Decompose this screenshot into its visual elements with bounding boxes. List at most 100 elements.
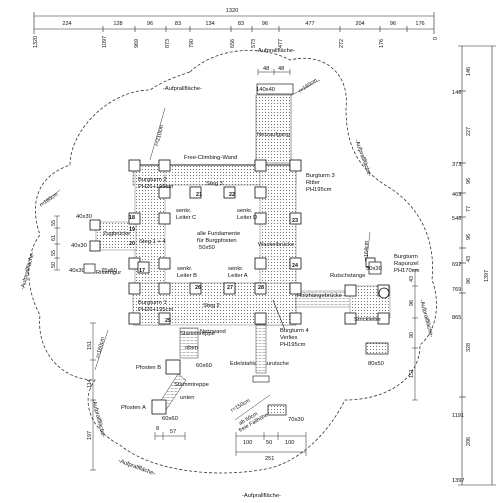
right-tick-labels: 146 373 469 546 692 769 865 1191 1397: [452, 90, 464, 484]
top-tick-3: 873: [165, 39, 171, 48]
left-vertical-dims: [90, 322, 96, 471]
zugbruecke-label: Zugbrücke: [103, 231, 130, 237]
top-tick-1: 1097: [102, 36, 108, 48]
rapunzel-post: [368, 261, 382, 275]
rope-ladder-base: [365, 342, 389, 355]
right-seg-9: 206: [466, 437, 472, 446]
burgturm-rapunzel-1: Burgturm: [394, 254, 418, 260]
top-tick-10: 0: [433, 37, 439, 40]
net-entrance: [255, 94, 292, 164]
top-seg-5: 134: [205, 21, 214, 27]
net-entrance-dim-2: 48: [278, 66, 284, 72]
right-tick-5: 692: [452, 262, 461, 268]
right-segment-labels: 146 227 96 77 96 43 96 328 206: [466, 67, 472, 446]
dim-100-left: 100: [243, 440, 252, 446]
right-dimension: [458, 45, 496, 486]
burgturm1-label: Burgturm 1: [138, 300, 167, 306]
burgturm4-ph: PH195cm: [280, 342, 306, 348]
slide-exit: [252, 375, 270, 383]
radius-r160-top: r=160cm: [298, 77, 319, 94]
stainless-slide: [255, 324, 267, 374]
dim-8: 8: [156, 426, 159, 432]
dim-57: 57: [170, 429, 176, 435]
top-tick-6: 573: [251, 39, 257, 48]
size-40x30-b: 40x30: [71, 243, 87, 249]
right-ext-dims: [412, 269, 418, 401]
dim-50-mid: 50: [266, 440, 272, 446]
top-tick-labels: 1320 1097 969 873 790 656 573 477 272 17…: [33, 36, 439, 48]
dim-151-left: 151: [87, 341, 93, 350]
senkr-leiter-d: Leiter D: [237, 215, 257, 221]
size-60x60-a: 60x60: [196, 363, 212, 369]
size-75x50: 75x50: [101, 268, 117, 274]
cell-27: 27: [227, 285, 233, 291]
right-tick-6: 769: [452, 287, 461, 293]
post-b-block: [165, 359, 181, 375]
impact-label-bottom-left: -Aufprallfläche-: [117, 458, 156, 477]
size-40x30-c: 40x30: [69, 268, 85, 274]
right-tick-2: 373: [452, 162, 461, 168]
fundamente-label-1: alle Fundamente: [197, 231, 240, 237]
right-seg-6: 43: [466, 256, 472, 262]
size-30x30: 30x30: [366, 266, 382, 272]
right-seg-8: 328: [466, 343, 472, 352]
net-entrance-dim-1: 48: [263, 66, 269, 72]
right-tick-8: 1191: [452, 413, 464, 419]
burgturm-rapunzel-2: Rapunzel: [394, 261, 419, 267]
post-b-label: Pfosten B: [136, 365, 161, 371]
impact-label-bottom: -Aufprallfläche-: [242, 493, 281, 499]
dim-114: 114: [87, 379, 93, 388]
right-tick-4: 546: [452, 216, 461, 222]
top-seg-1: 224: [62, 21, 71, 27]
burgturm3-label: Burgturm 3: [306, 173, 335, 179]
dim-251: 251: [265, 456, 274, 462]
cell-25: 25: [165, 318, 171, 324]
top-tick-5: 656: [230, 39, 236, 48]
post-a-label: Pfosten A: [121, 405, 146, 411]
fire-pole: [378, 287, 390, 299]
burgturm4-verlies: Verlies: [280, 335, 298, 341]
cell-20: 20: [129, 241, 135, 247]
lower-stairs-label-2: unten: [180, 395, 195, 401]
right-total-dim: 1397: [484, 270, 490, 282]
radius-r210: r=210cm: [154, 124, 165, 146]
cell-19: 19: [129, 227, 135, 233]
dim-55-a: 55: [51, 220, 57, 226]
senkr-leiter-a-1: senkr.: [228, 266, 244, 272]
radius-r160-bottom: r=160cm: [95, 336, 106, 358]
cell-22: 22: [229, 192, 235, 198]
impact-label-top: -Aufprallfläche-: [256, 48, 295, 54]
cell-24: 24: [292, 263, 298, 269]
burgturm4-leader: [272, 299, 286, 331]
slide-foundation: [267, 404, 287, 416]
senkr-leiter-b-1: senkr.: [177, 266, 193, 272]
strickleiter-label: Strickleiter: [354, 317, 381, 323]
cell-23: 23: [292, 218, 298, 224]
holzhaenge-label: Holzhängebrücke: [297, 293, 342, 299]
cell-17: 17: [139, 268, 145, 274]
top-tick-0: 1320: [33, 36, 39, 48]
burgturm-rapunzel-3: PH170cm: [394, 268, 420, 274]
free-climbing-label: Free-Climbing-Wand: [184, 155, 237, 161]
senkr-leiter-d-1: senkr.: [237, 208, 253, 214]
right-seg-4: 77: [466, 206, 472, 212]
cell-28: 28: [258, 285, 264, 291]
senkr-leiter-c-1: senkr.: [176, 208, 192, 214]
dim-61: 61: [51, 235, 57, 241]
top-seg-11: 176: [415, 21, 424, 27]
dim-55-b: 55: [51, 250, 57, 256]
top-seg-4: 83: [175, 21, 181, 27]
impact-label-right-lower: -Aufprallfläche-: [418, 299, 434, 338]
impact-label-left: -Aufprallfläche-: [20, 251, 36, 290]
right-seg-7: 96: [466, 278, 472, 284]
burgturm3-ritter: Ritter: [306, 180, 320, 186]
post-a-block: [151, 399, 167, 415]
steg1-4-label: Steg 1 + 4: [139, 239, 166, 245]
radius-r150-bottom: r=150cm: [230, 398, 252, 414]
upper-trunk-stairs: [179, 327, 199, 359]
radius-lines: [39, 79, 371, 421]
size-70x30: 70x30: [288, 417, 304, 423]
left-ext-dims: [54, 215, 60, 271]
